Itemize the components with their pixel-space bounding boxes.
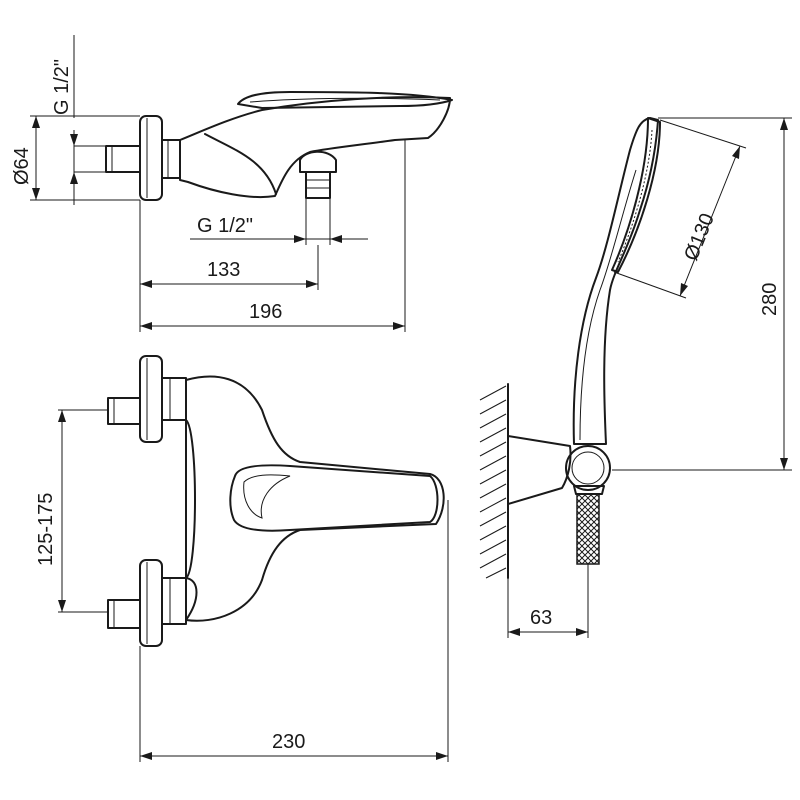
side-lever [237, 91, 453, 109]
top-inlet-upper-pipe [107, 397, 141, 425]
hand-shower-view: Ø130 280 63 [479, 117, 792, 638]
side-lever-line [249, 97, 441, 103]
dim-196-arrow-left [140, 322, 152, 330]
dim-outlet-arrow-right [330, 235, 342, 243]
shower-head-nozzles [617, 129, 653, 263]
top-nut-lower [161, 577, 187, 625]
side-inlet-pipe [105, 145, 141, 173]
holder-bracket [507, 435, 572, 505]
dim-63-label: 63 [530, 607, 552, 629]
side-view: G 1/2" Ø64 G 1/2" 133 196 [11, 35, 453, 332]
dim-center-arrow-bottom [58, 600, 66, 612]
dim-inlet-thread-label: G 1/2" [51, 59, 73, 115]
dim-flange-arrow-bottom [32, 188, 40, 200]
dim-133-label: 133 [207, 259, 240, 281]
dim-230-arrow-right [436, 752, 448, 760]
top-view: 125-175 230 [35, 355, 449, 762]
top-nut-upper [161, 377, 187, 421]
top-inlet-lower-pipe [107, 599, 141, 629]
dim-outlet-label: G 1/2" [197, 215, 253, 237]
dim-230-arrow-left [140, 752, 152, 760]
top-lever-inner [243, 474, 291, 519]
top-body [185, 375, 445, 622]
dim-center-arrow-top [58, 410, 66, 422]
dim-center-label: 125-175 [35, 493, 57, 566]
side-nut [161, 139, 181, 179]
side-outlet-top [299, 150, 337, 173]
side-flange [139, 115, 163, 201]
side-waist [204, 133, 277, 195]
dim-133-arrow-left [140, 280, 152, 288]
dim-head-ext-bottom [613, 271, 687, 299]
shower-handle-inner [579, 169, 637, 441]
dim-head-arrow-bottom [680, 283, 688, 296]
dim-inlet-arrow-top [70, 134, 78, 146]
top-flange-lower [139, 559, 163, 647]
side-body [179, 96, 451, 199]
top-flange-upper [139, 355, 163, 443]
dim-133-arrow-right [306, 280, 318, 288]
dim-280-arrow-top [780, 118, 788, 130]
dim-196-arrow-right [393, 322, 405, 330]
dim-63-arrow-right [576, 628, 588, 636]
side-outlet-nipple [305, 171, 331, 199]
dim-flange-arrow-top [32, 116, 40, 128]
holder-clip [573, 485, 605, 495]
dim-head-label: Ø130 [680, 210, 719, 264]
holder-ring [565, 445, 611, 491]
dim-63-arrow-left [508, 628, 520, 636]
holder-ring-inner [571, 451, 605, 485]
wall-hatch [479, 385, 507, 579]
dim-flange-label: Ø64 [11, 147, 33, 185]
shower-hose [576, 493, 600, 565]
top-body-neck [185, 419, 196, 579]
dim-inlet-arrow-bottom [70, 172, 78, 184]
dim-280-label: 280 [759, 283, 781, 316]
dim-head-arrow-top [732, 146, 740, 159]
dim-head-line [679, 145, 741, 297]
top-lever [229, 464, 439, 532]
dim-outlet-arrow-left [294, 235, 306, 243]
shower-head [611, 117, 661, 273]
shower-handle [572, 117, 659, 445]
dim-196-label: 196 [249, 301, 282, 323]
dim-head-ext-top [659, 119, 747, 149]
dim-280-arrow-bottom [780, 458, 788, 470]
dim-230-label: 230 [272, 731, 305, 753]
